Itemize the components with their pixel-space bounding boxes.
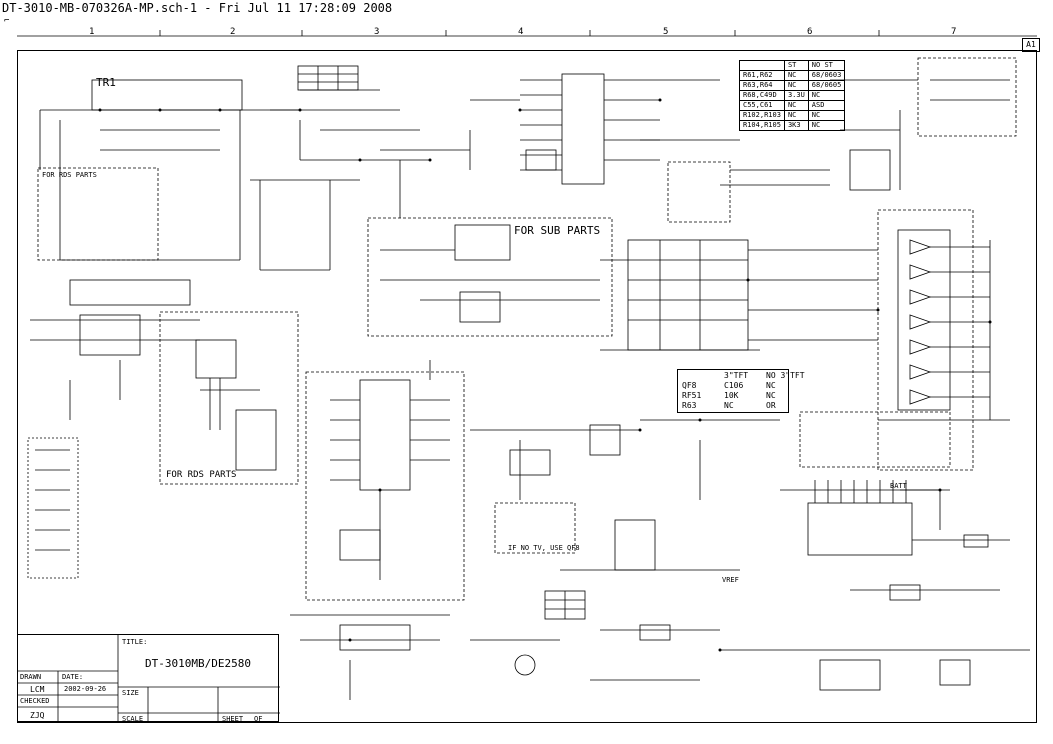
scale-label: SCALE [122,715,144,723]
title-block: TITLE: DT-3010MB/DE2580 DRAWN DATE: LCM … [17,634,280,723]
label-if-no-tv: IF NO TV, USE QF8 [508,544,580,552]
sheet-value: OF [254,715,263,723]
label-vref: VREF [722,576,739,584]
label-for-rds-parts-bottom: FOR RDS PARTS [166,470,237,480]
label-batt: BATT [890,482,907,490]
label-for-sub-parts: FOR SUB PARTS [514,224,601,237]
date-label: DATE: [62,673,84,681]
drawn-label: DRAWN [20,673,42,681]
window-title: DT-3010-MB-070326A-MP.sch-1 - Fri Jul 11… [2,1,393,15]
title-block-grid [18,635,280,723]
label-tr1: TR1 [96,76,116,89]
size-label: SIZE [122,689,139,697]
checked-label: CHECKED [20,697,50,705]
column-marker-6: 6 [807,27,813,37]
checked-by: ZJQ [30,711,45,720]
sheet-label: SHEET [222,715,244,723]
column-marker-3: 3 [374,27,380,37]
drawn-by: LCM [30,685,45,694]
column-marker-5: 5 [663,27,669,37]
model-name: DT-3010MB/DE2580 [145,657,251,670]
column-marker-1: 1 [89,27,95,37]
drawn-date: 2002-09-26 [64,685,107,693]
corner-mark: ⌐ [4,16,10,26]
schematic-frame [17,50,1037,723]
title-label: TITLE: [122,638,148,646]
column-marker-2: 2 [230,27,236,37]
column-marker-7: 7 [951,27,957,37]
label-for-rds-parts-top: FOR RDS PARTS [42,171,97,179]
sheet-id-box: A1 [1022,38,1040,52]
column-marker-4: 4 [518,27,524,37]
